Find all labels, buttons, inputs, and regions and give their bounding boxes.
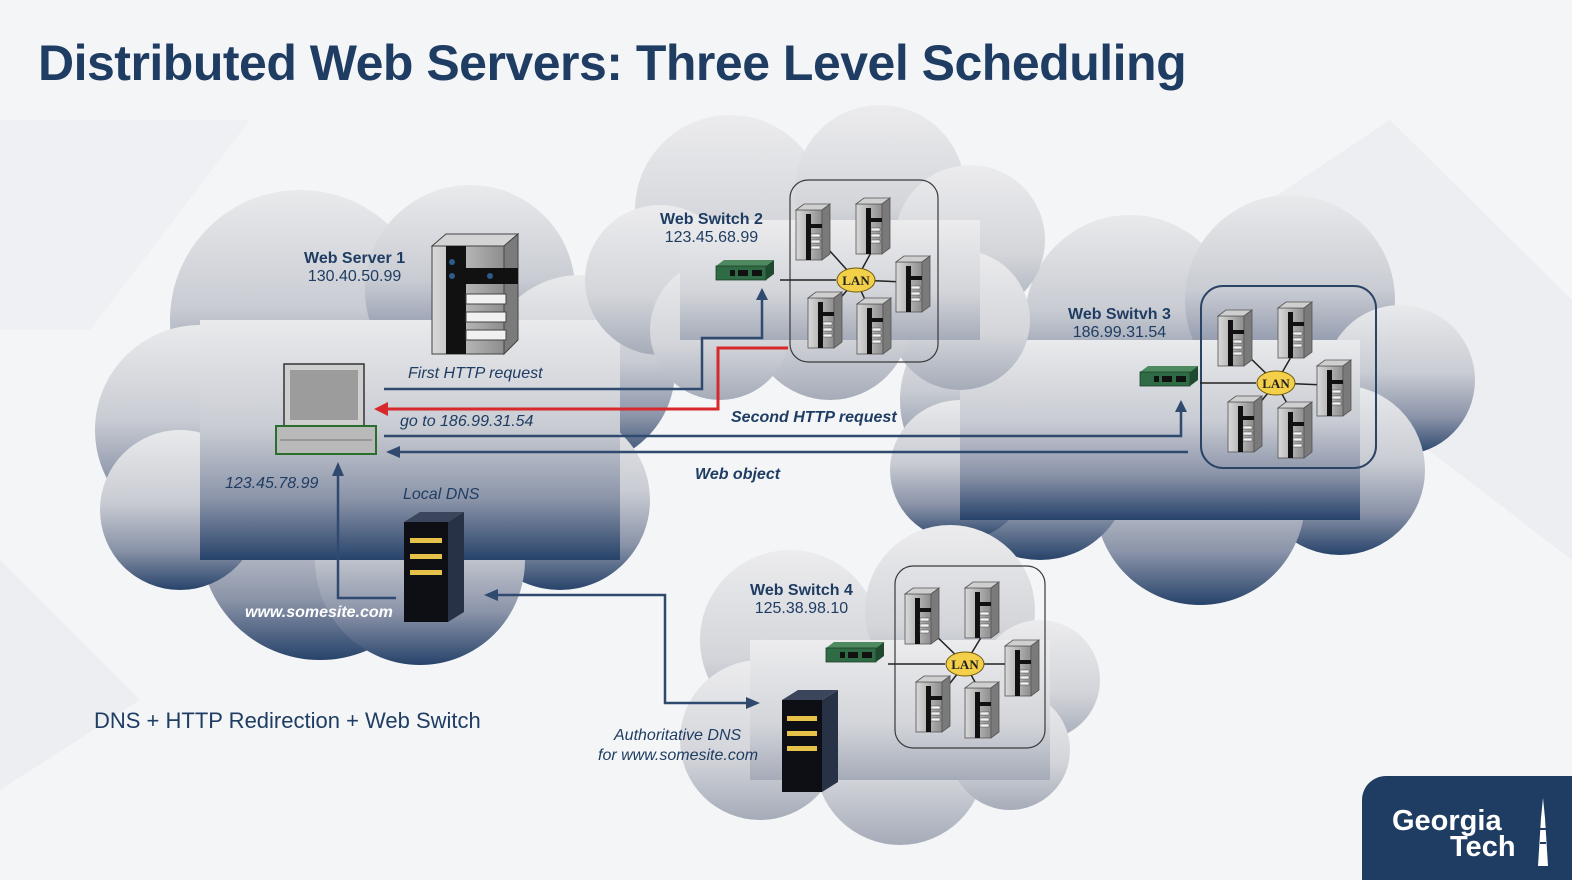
- arrowhead: [756, 288, 768, 300]
- web-server-1-name: Web Server 1: [304, 250, 406, 267]
- web-server-1-icon: [430, 232, 520, 356]
- diagram-caption: DNS + HTTP Redirection + Web Switch: [94, 708, 481, 733]
- site-label: www.somesite.com: [245, 604, 393, 621]
- lan-label: LAN: [951, 657, 979, 672]
- lan-label: LAN: [842, 273, 870, 288]
- lan-hub-2: LAN: [836, 267, 876, 293]
- web-switch-2-name: Web Switch 2: [660, 211, 763, 228]
- arrowhead: [386, 446, 400, 458]
- arrow-first-http-request: [384, 295, 764, 391]
- cloud-web-server-1: [95, 185, 675, 665]
- lan-cluster-3: [1200, 285, 1377, 469]
- lan-hub-4: LAN: [945, 651, 985, 677]
- web-server-1-label: Web Server 1 130.40.50.99: [304, 250, 405, 286]
- first-http-request-label: First HTTP request: [408, 365, 543, 382]
- local-dns-server-icon: [404, 512, 464, 622]
- web-switch-3-icon: [1139, 365, 1199, 387]
- background-shape: [0, 560, 140, 790]
- local-dns-label: Local DNS: [403, 486, 480, 503]
- web-switch-2-ip: 123.45.68.99: [664, 229, 759, 246]
- second-http-request-label: Second HTTP request: [731, 409, 897, 426]
- arrowhead: [1175, 400, 1187, 412]
- cloud-web-switch-3: [890, 195, 1475, 605]
- web-switch-2-icon: [715, 259, 775, 281]
- web-switch-3-label: Web Switvh 3 186.99.31.54: [1068, 306, 1171, 342]
- arrow-dns-query: [492, 593, 750, 705]
- lan-cluster-4: [894, 565, 1046, 749]
- authoritative-dns-label-line1: Authoritative DNS: [614, 727, 742, 744]
- arrow-redirect: [384, 346, 788, 411]
- web-server-1-ip: 130.40.50.99: [307, 268, 402, 285]
- arrowhead: [484, 589, 498, 601]
- web-switch-4-icon: [825, 641, 885, 663]
- web-switch-4-ip: 125.38.98.10: [754, 600, 849, 617]
- logo-text-line1: Georgia: [1392, 805, 1502, 837]
- lan-hub-3: LAN: [1256, 370, 1296, 396]
- lan-label: LAN: [1262, 376, 1290, 391]
- client-ip-label: 123.45.78.99: [225, 475, 319, 492]
- georgia-tech-logo: Georgia Tech: [1362, 776, 1572, 880]
- client-computer-icon: [275, 363, 377, 455]
- logo-text-line2: Tech: [1450, 831, 1516, 863]
- arrow-local-dns-to-client: [336, 472, 396, 600]
- background-shape: [0, 120, 250, 330]
- lan-cluster-2: [789, 179, 939, 363]
- web-switch-3-ip: 186.99.31.54: [1072, 324, 1167, 341]
- web-object-label: Web object: [695, 466, 781, 483]
- web-switch-3-name: Web Switvh 3: [1068, 306, 1171, 323]
- web-switch-2-label: Web Switch 2 123.45.68.99: [660, 211, 763, 247]
- web-switch-4-name: Web Switch 4: [750, 582, 853, 599]
- slide-title: Distributed Web Servers: Three Level Sch…: [38, 35, 1187, 91]
- authoritative-dns-label-line2: for www.somesite.com: [598, 747, 759, 764]
- arrowhead: [374, 402, 388, 416]
- arrow-second-http-request: [384, 408, 1183, 438]
- authoritative-dns-server-icon: [782, 690, 838, 792]
- arrowhead: [746, 697, 760, 709]
- arrowhead: [332, 462, 344, 476]
- tech-tower-icon: [1538, 798, 1548, 866]
- web-switch-4-label: Web Switch 4 125.38.98.10: [750, 582, 853, 618]
- redirect-label: go to 186.99.31.54: [400, 413, 534, 430]
